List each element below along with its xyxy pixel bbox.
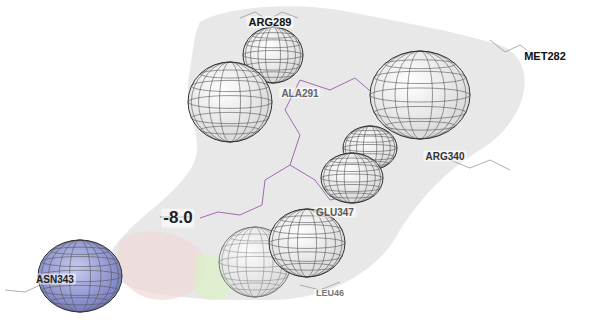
residue-label: ASN343 <box>34 274 76 285</box>
hydrophobic-spheres <box>38 27 470 312</box>
residue-label: MET282 <box>522 50 568 62</box>
residue-label: ARG340 <box>424 151 467 162</box>
score-value: -8.0 <box>161 209 194 228</box>
residue-label: LEU46 <box>314 289 346 299</box>
residue-label: ALA291 <box>279 88 320 99</box>
residue-label: GLU347 <box>314 207 356 218</box>
residue-label: ARG289 <box>247 16 294 28</box>
